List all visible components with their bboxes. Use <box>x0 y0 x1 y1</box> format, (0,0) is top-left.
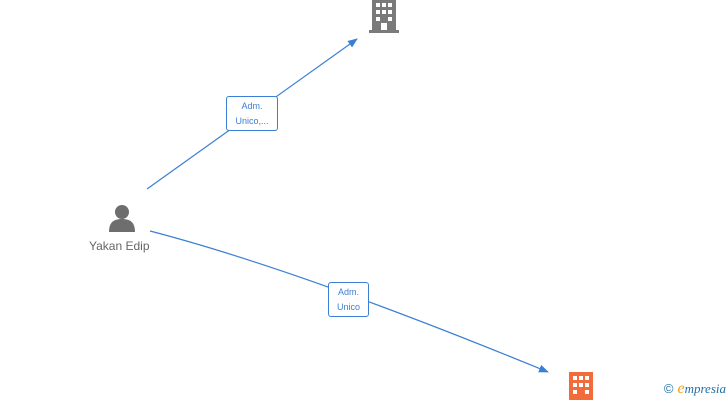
edge-line-bottom <box>149 230 549 373</box>
person-name-label[interactable]: Yakan Edip <box>89 239 150 253</box>
edge-label-top-line1: Adm. <box>241 101 263 111</box>
copyright-symbol: © <box>663 381 674 396</box>
brand-name: mpresia <box>684 381 726 396</box>
empresia-watermark: ©empresia <box>664 380 726 398</box>
building-icon[interactable] <box>369 0 399 33</box>
edge-label-bottom-line1: Adm. <box>337 287 359 297</box>
building-icon[interactable] <box>569 372 593 400</box>
edge-label-top-line2: Unico,... <box>235 116 269 126</box>
brand-initial: e <box>677 380 685 397</box>
edge-label-top[interactable]: Adm. Unico,... <box>226 96 278 131</box>
edge-label-bottom[interactable]: Adm. Unico <box>328 282 369 317</box>
person-icon[interactable] <box>109 205 135 232</box>
edge-label-bottom-line2: Unico <box>336 302 360 312</box>
